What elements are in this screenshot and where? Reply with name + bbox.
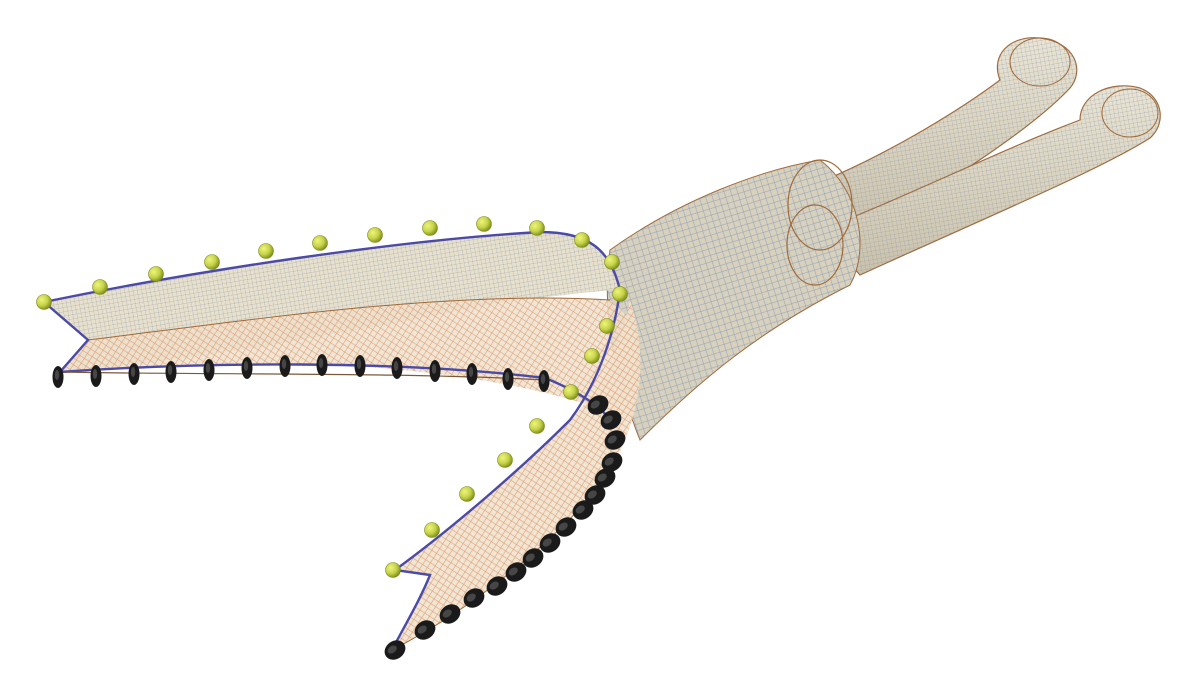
sphere-handle-icon [605,255,620,270]
sphere-handle-icon [564,385,579,400]
disk-handle-icon [392,357,403,379]
funnel-body [607,160,860,440]
sphere-handle-icon [477,217,492,232]
sphere-handle-icon [575,233,590,248]
sphere-handle-icon [368,228,383,243]
disk-handle-icon [166,361,177,383]
sphere-handle-icon [530,221,545,236]
disk-handle-icon [280,355,291,377]
upper-branch-surface [44,232,636,420]
sphere-handle-icon [205,255,220,270]
sphere-handle-icon [530,419,545,434]
disk-handle-icon [430,360,441,382]
disk-handle-icon [467,363,478,385]
disk-handle-icon [317,354,328,376]
sphere-handle-icon [386,563,401,578]
disk-handle-icon [503,368,514,390]
sphere-handle-icon [498,453,513,468]
sphere-handle-icon [613,287,628,302]
sphere-handle-icon [93,280,108,295]
sphere-handle-icon [37,295,52,310]
sphere-handle-icon [149,267,164,282]
disk-handle-icon [204,359,215,381]
disk-handle-icon [129,363,140,385]
sphere-handle-icon [313,236,328,251]
sphere-handle-icon [585,349,600,364]
disk-handle-icon [355,355,366,377]
sphere-handle-icon [259,244,274,259]
sphere-handle-icon [423,221,438,236]
disk-handle-icon [53,366,64,388]
sphere-handle-icon [600,319,615,334]
disk-handle-icon [242,357,253,379]
sphere-handle-icon [460,487,475,502]
disk-handle-icon [539,370,550,392]
sphere-handle-icon [425,523,440,538]
disk-handle-icon [91,365,102,387]
